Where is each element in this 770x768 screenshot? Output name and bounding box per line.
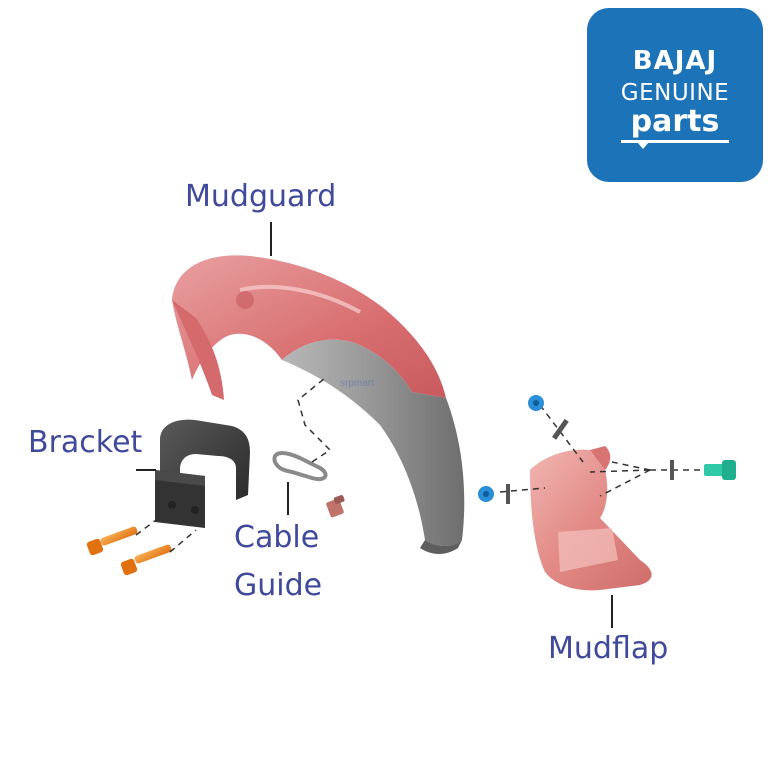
bolt-leader-lines	[135, 507, 197, 553]
label-cable-guide-line1: Cable	[234, 520, 320, 555]
cable-guide-leader	[297, 377, 332, 463]
logo-underline-notch	[637, 142, 649, 149]
mudflap-illustration	[530, 446, 652, 591]
logo-brand: BAJAJ	[632, 46, 718, 76]
mudflap-leader-lines	[499, 404, 700, 497]
washer-left	[506, 484, 510, 504]
bajaj-genuine-parts-logo: BAJAJ GENUINE parts	[587, 8, 763, 182]
label-bracket: Bracket	[28, 425, 143, 460]
label-cable-guide-line2: Guide	[234, 568, 323, 603]
label-mudflap: Mudflap	[548, 631, 669, 666]
mudguard-nut	[326, 495, 345, 518]
logo-underline	[621, 140, 729, 143]
fastener-blue-top	[528, 395, 544, 411]
watermark: srpmart	[340, 378, 374, 389]
bracket-illustration	[155, 419, 250, 528]
bolt-lower	[120, 544, 172, 576]
logo-genuine: GENUINE	[620, 80, 730, 106]
washer-top	[552, 418, 569, 440]
washer-right	[670, 460, 674, 480]
fastener-blue-left	[478, 486, 494, 502]
screw-teal	[704, 460, 736, 480]
callout-ticks	[136, 222, 613, 628]
label-mudguard: Mudguard	[185, 179, 337, 214]
logo-parts: parts	[630, 104, 720, 139]
bolt-upper	[86, 526, 138, 556]
mudguard-illustration	[172, 255, 465, 554]
cable-guide-illustration	[272, 451, 328, 481]
